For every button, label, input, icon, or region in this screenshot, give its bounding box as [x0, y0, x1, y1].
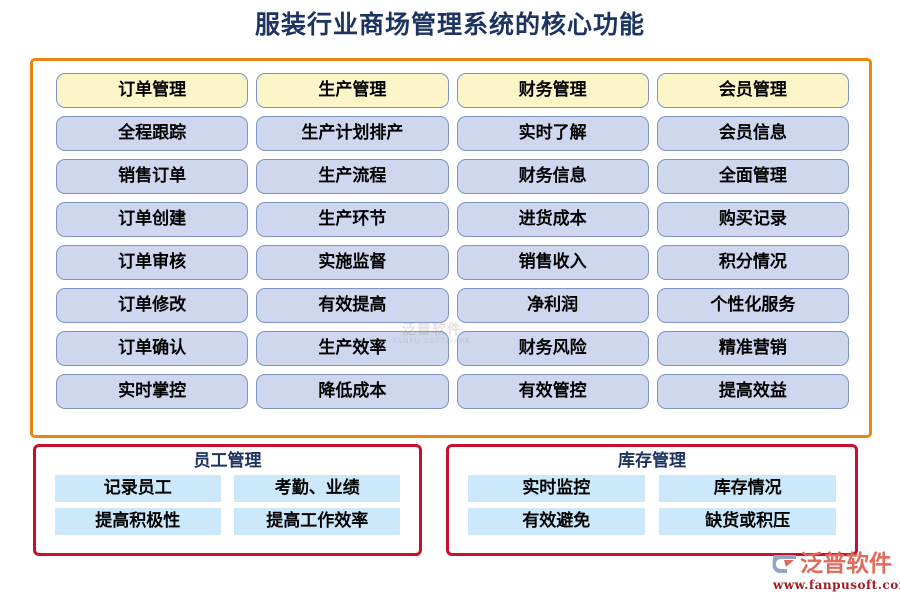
function-item[interactable]: 销售收入 [456, 245, 649, 280]
brand-logo-row: 泛普软件 [772, 550, 892, 578]
function-item[interactable]: 订单确认 [56, 331, 249, 366]
function-column-production: 生产管理 生产计划排产 生产流程 生产环节 实施监督 有效提高 生产效率 降低成… [256, 73, 449, 423]
inventory-cell[interactable]: 库存情况 [659, 475, 836, 502]
function-item[interactable]: 降低成本 [256, 374, 449, 409]
function-item[interactable]: 实施监督 [256, 245, 449, 280]
inventory-cell-column-left: 实时监控 有效避免 [468, 475, 645, 535]
employee-cell[interactable]: 提高工作效率 [234, 508, 400, 535]
function-item[interactable]: 生产环节 [256, 202, 449, 237]
function-item[interactable]: 生产流程 [256, 159, 449, 194]
inventory-cell-grid: 实时监控 有效避免 库存情况 缺货或积压 [449, 475, 855, 535]
employee-cell-grid: 记录员工 提高积极性 考勤、业绩 提高工作效率 [36, 475, 419, 535]
function-column-order: 订单管理 全程跟踪 销售订单 订单创建 订单审核 订单修改 订单确认 实时掌控 [56, 73, 249, 423]
employee-cell[interactable]: 记录员工 [55, 475, 221, 502]
function-item[interactable]: 生产计划排产 [256, 116, 449, 151]
inventory-box-title: 库存管理 [618, 451, 686, 471]
function-item[interactable]: 进货成本 [456, 202, 649, 237]
employee-management-box: 员工管理 记录员工 提高积极性 考勤、业绩 提高工作效率 [33, 444, 422, 556]
employee-cell[interactable]: 考勤、业绩 [234, 475, 400, 502]
inventory-cell[interactable]: 缺货或积压 [659, 508, 836, 535]
function-item[interactable]: 个性化服务 [656, 288, 849, 323]
function-columns-grid: 订单管理 全程跟踪 销售订单 订单创建 订单审核 订单修改 订单确认 实时掌控 … [33, 61, 869, 435]
inventory-cell[interactable]: 实时监控 [468, 475, 645, 502]
function-item[interactable]: 提高效益 [656, 374, 849, 409]
inventory-cell-column-right: 库存情况 缺货或积压 [659, 475, 836, 535]
function-item[interactable]: 实时掌控 [56, 374, 249, 409]
function-item[interactable]: 全程跟踪 [56, 116, 249, 151]
page-title: 服装行业商场管理系统的核心功能 [254, 10, 645, 39]
function-item[interactable]: 净利润 [456, 288, 649, 323]
function-item[interactable]: 实时了解 [456, 116, 649, 151]
function-item[interactable]: 财务风险 [456, 331, 649, 366]
column-header-finance[interactable]: 财务管理 [456, 73, 649, 108]
employee-cell-column-right: 考勤、业绩 提高工作效率 [234, 475, 400, 535]
column-header-production[interactable]: 生产管理 [256, 73, 449, 108]
function-column-member: 会员管理 会员信息 全面管理 购买记录 积分情况 个性化服务 精准营销 提高效益 [656, 73, 849, 423]
fanpu-swoosh-icon [772, 552, 798, 576]
column-header-order[interactable]: 订单管理 [56, 73, 249, 108]
function-item[interactable]: 订单修改 [56, 288, 249, 323]
employee-cell-column-left: 记录员工 提高积极性 [55, 475, 221, 535]
function-item[interactable]: 积分情况 [656, 245, 849, 280]
employee-cell[interactable]: 提高积极性 [55, 508, 221, 535]
function-item[interactable]: 生产效率 [256, 331, 449, 366]
function-item[interactable]: 订单审核 [56, 245, 249, 280]
function-item[interactable]: 精准营销 [656, 331, 849, 366]
employee-box-title: 员工管理 [193, 451, 262, 471]
brand-url: www.fanpusoft.com [773, 578, 900, 592]
function-item[interactable]: 订单创建 [56, 202, 249, 237]
core-functions-panel: 订单管理 全程跟踪 销售订单 订单创建 订单审核 订单修改 订单确认 实时掌控 … [30, 58, 872, 438]
inventory-cell[interactable]: 有效避免 [468, 508, 645, 535]
function-item[interactable]: 有效提高 [256, 288, 449, 323]
function-item[interactable]: 购买记录 [656, 202, 849, 237]
function-item[interactable]: 销售订单 [56, 159, 249, 194]
inventory-management-box: 库存管理 实时监控 有效避免 库存情况 缺货或积压 [446, 444, 858, 556]
function-item[interactable]: 有效管控 [456, 374, 649, 409]
function-item[interactable]: 会员信息 [656, 116, 849, 151]
function-item[interactable]: 全面管理 [656, 159, 849, 194]
column-header-member[interactable]: 会员管理 [656, 73, 849, 108]
brand-logo: 泛普软件 www.fanpusoft.com [772, 550, 900, 596]
function-item[interactable]: 财务信息 [456, 159, 649, 194]
function-column-finance: 财务管理 实时了解 财务信息 进货成本 销售收入 净利润 财务风险 有效管控 [456, 73, 649, 423]
brand-name-cn: 泛普软件 [800, 551, 892, 577]
